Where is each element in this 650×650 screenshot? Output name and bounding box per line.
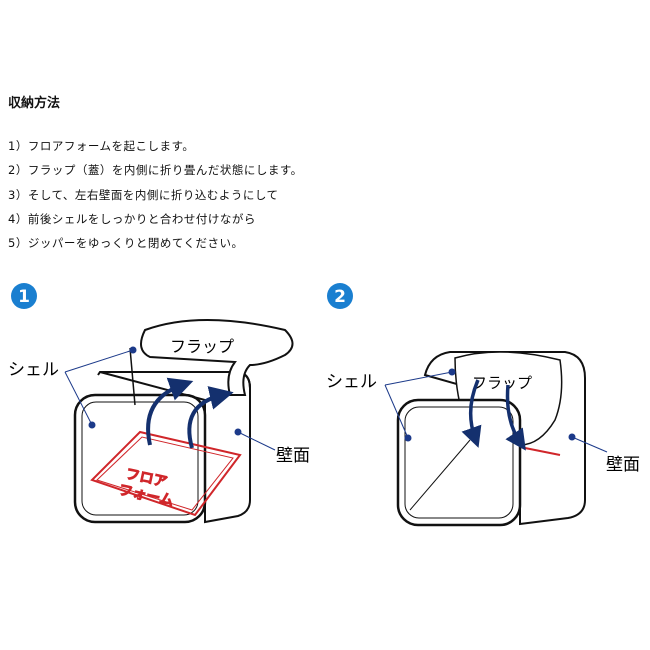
fold-arrow-icon [461,379,482,448]
step-5: 5）ジッパーをゆっくりと閉めてください。 [8,236,244,250]
flap-label: フラップ [170,337,234,356]
wall-label-2: 壁面 [606,455,640,475]
shell-label-2: シェル [326,372,377,392]
step-badge-1-number: 1 [18,287,30,307]
fold-arrow-icon [505,384,526,451]
step-2: 2）フラップ（蓋）を内側に折り畳んだ状態にします。 [8,163,303,177]
box-front-face [73,393,207,524]
diagram-1: 1 フラップ フロア フォーム シェル 壁面 [8,283,310,524]
step-3: 3）そして、左右壁面を内側に折り込むようにして [8,188,279,202]
section-title: 収納方法 [8,96,61,111]
step-1: 1）フロアフォームを起こします。 [8,139,195,153]
wall-label-1: 壁面 [276,446,310,466]
step-badge-2 [327,283,353,309]
fold-arrow-icon [187,386,234,449]
floor-form [90,430,242,517]
box-front-face [396,398,522,527]
flap [140,319,294,396]
fold-arrow-icon [146,377,194,446]
step-4: 4）前後シェルをしっかりと合わせ付けながら [8,212,256,226]
flap-label-2: フラップ [472,374,532,392]
step-badge-2-number: 2 [334,287,346,307]
step-badge-1 [11,283,37,309]
shell-label-1: シェル [8,360,59,380]
diagram-2: 2 フラップ シェル 壁面 [326,283,640,527]
